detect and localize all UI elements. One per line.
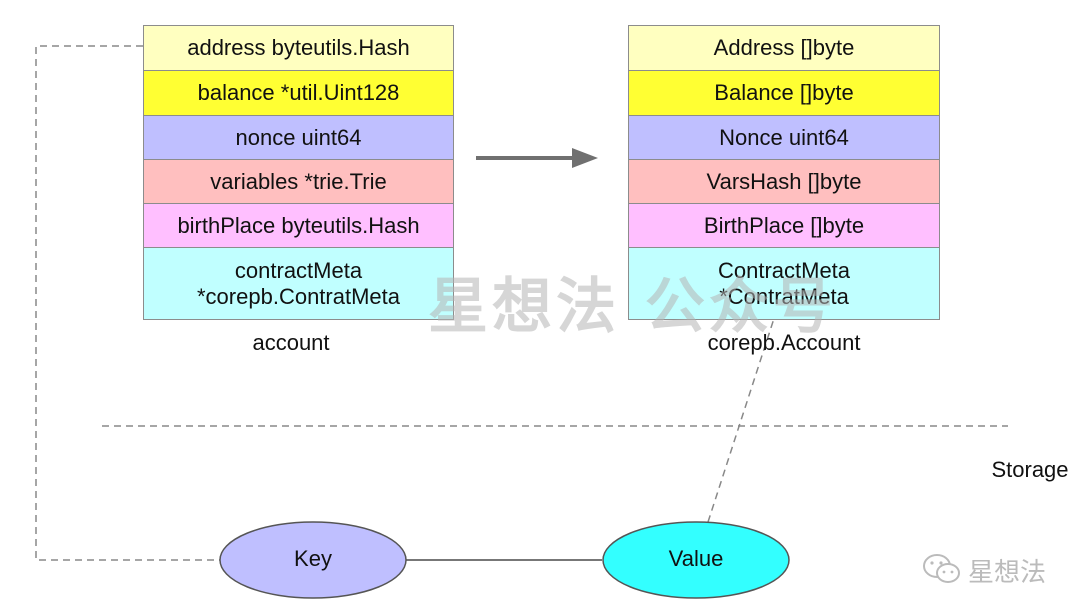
- account-field-address: address byteutils.Hash: [143, 25, 454, 71]
- corepb-field-birthplace: BirthPlace []byte: [628, 203, 940, 248]
- account-field-contractmeta: contractMeta *corepb.ContratMeta: [143, 247, 454, 320]
- corepb-field-nonce: Nonce uint64: [628, 115, 940, 160]
- account-field-balance: balance *util.Uint128: [143, 70, 454, 116]
- key-to-account-link: [35, 45, 220, 561]
- wechat-icon: [923, 554, 960, 583]
- account-field-birthplace: birthPlace byteutils.Hash: [143, 203, 454, 248]
- value-node-label: Value: [668, 546, 724, 571]
- brand-text: 星想法: [968, 558, 1047, 588]
- account-field-nonce: nonce uint64: [143, 115, 454, 160]
- corepb-field-contractmeta: ContractMeta *ContratMeta: [628, 247, 940, 320]
- corepb-field-varshash: VarsHash []byte: [628, 159, 940, 204]
- key-node-label: Key: [294, 546, 332, 571]
- corepb-field-balance: Balance []byte: [628, 70, 940, 116]
- value-oval: [602, 521, 790, 599]
- corepb-caption: corepb.Account: [707, 330, 861, 355]
- conversion-arrowhead: [572, 148, 598, 168]
- key-oval: [219, 521, 407, 599]
- corepb-field-address: Address []byte: [628, 25, 940, 71]
- account-caption: account: [252, 330, 330, 355]
- value-to-corepb-link: [707, 299, 781, 523]
- storage-label: Storage: [991, 457, 1069, 482]
- watermark-text: 星想法 公众号: [428, 272, 837, 342]
- account-field-variables: variables *trie.Trie: [143, 159, 454, 204]
